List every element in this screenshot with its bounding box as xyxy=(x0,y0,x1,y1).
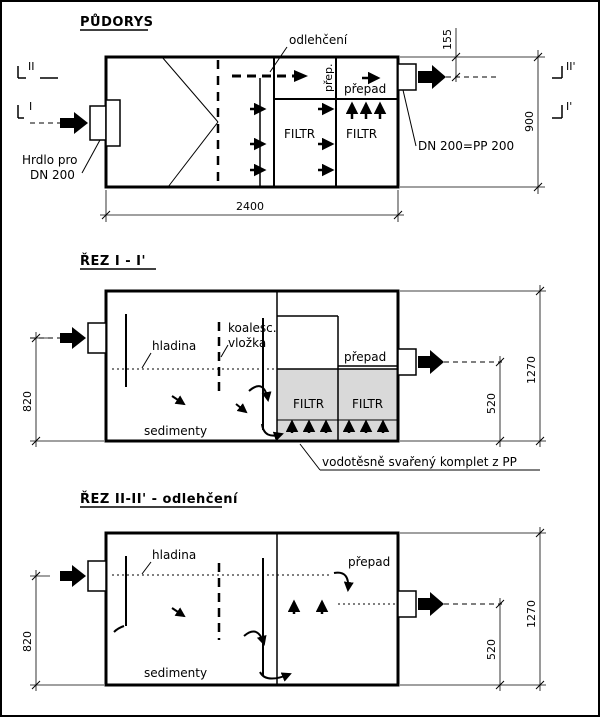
section1-inlet-arrow xyxy=(60,327,86,349)
plan-leader-dn-out xyxy=(402,89,417,147)
plan-label-hrdlo-2: DN 200 xyxy=(30,168,75,182)
section1-outlet-arrow xyxy=(418,350,444,374)
plan-inlet-arrow xyxy=(60,112,88,134)
plan-view: PŮDORYS odlehčení xyxy=(17,14,576,222)
plan-outlet-pipe xyxy=(397,63,417,91)
section1-label-sedimenty: sedimenty xyxy=(144,424,207,438)
section1-leader-koalesc xyxy=(220,344,229,358)
section1-label-hladina: hladina xyxy=(152,339,196,353)
section1-label-filtr-1: FILTR xyxy=(293,397,324,411)
plan-inlet-flange xyxy=(105,99,121,147)
plan-title: PŮDORYS xyxy=(80,14,154,30)
plan-label-filtr-2: FILTR xyxy=(346,127,377,141)
plan-dim-offset: 155 xyxy=(441,29,454,50)
plan-cut-ii-prime: II' xyxy=(566,60,576,73)
section1-flow-arrows xyxy=(171,385,390,442)
plan-leader-odlehceni xyxy=(269,46,288,73)
section2-label-hladina: hladina xyxy=(152,548,196,562)
plan-outlet-arrow xyxy=(418,65,446,89)
section2-outlet-pipe xyxy=(397,590,417,618)
section2-dim-total-height: 1270 xyxy=(525,600,538,628)
section1-dim-total-height: 1270 xyxy=(525,356,538,384)
plan-cut-markers: II I II' I' xyxy=(17,60,576,119)
plan-label-prepad: přepad xyxy=(344,82,386,96)
plan-label-dn-out: DN 200=PP 200 xyxy=(418,139,514,153)
plan-label-filtr-1: FILTR xyxy=(284,127,315,141)
section1-outlet-pipe xyxy=(397,348,417,376)
section2-leader-hladina xyxy=(141,561,152,575)
plan-dim-depth: 900 xyxy=(523,111,536,132)
section2-dim-outlet-height: 520 xyxy=(485,639,498,660)
section1-dim-inlet-height: 820 xyxy=(21,391,34,412)
plan-flow-arrows xyxy=(250,71,387,177)
section2-title: ŘEZ II-II' - odlehčení xyxy=(80,491,239,507)
section1-label-filtr-2: FILTR xyxy=(352,397,383,411)
plan-label-odlehceni: odlehčení xyxy=(289,33,348,47)
section2-inlet-arrow xyxy=(60,565,86,587)
plan-cut-i-prime: I' xyxy=(566,100,572,113)
plan-cut-ii: II xyxy=(28,60,35,73)
section1-label-svareny: vodotěsně svařený komplet z PP xyxy=(322,455,517,469)
section2-dimensions xyxy=(30,527,546,691)
plan-bypass-arrowhead xyxy=(294,70,308,82)
section-1-view: ŘEZ I - I' xyxy=(21,253,546,471)
section1-label-koalesc-1: koalesc. xyxy=(228,321,277,335)
section2-dim-inlet-height: 820 xyxy=(21,631,34,652)
section-2-view: ŘEZ II-II' - odlehčení hladina přepad xyxy=(21,491,546,691)
section1-leader-hladina xyxy=(141,352,152,369)
plan-diagonal-lower xyxy=(167,121,219,188)
section2-flow-arrows xyxy=(113,571,354,682)
plan-cut-i: I xyxy=(29,100,32,113)
section1-dim-outlet-height: 520 xyxy=(485,393,498,414)
section1-inlet-pipe xyxy=(87,322,107,354)
plan-label-hrdlo-1: Hrdlo pro xyxy=(22,153,77,167)
section1-label-koalesc-2: vložka xyxy=(228,336,266,350)
section1-leader-svareny xyxy=(299,443,321,471)
plan-diagonal-upper xyxy=(161,56,219,123)
plan-dim-width: 2400 xyxy=(236,200,264,213)
section2-label-prepad: přepad xyxy=(348,555,390,569)
plan-leader-hrdlo xyxy=(81,139,101,174)
plan-dimensions xyxy=(100,28,545,222)
section1-label-prepad: přepad xyxy=(344,350,386,364)
section2-outlet-arrow xyxy=(418,592,444,616)
section2-label-sedimenty: sedimenty xyxy=(144,666,207,680)
section2-inlet-pipe xyxy=(87,560,107,592)
section1-title: ŘEZ I - I' xyxy=(80,253,146,269)
plan-inlet-pipe xyxy=(89,105,107,141)
section1-dimensions xyxy=(30,285,546,447)
plan-label-prep: přep. xyxy=(322,63,335,92)
